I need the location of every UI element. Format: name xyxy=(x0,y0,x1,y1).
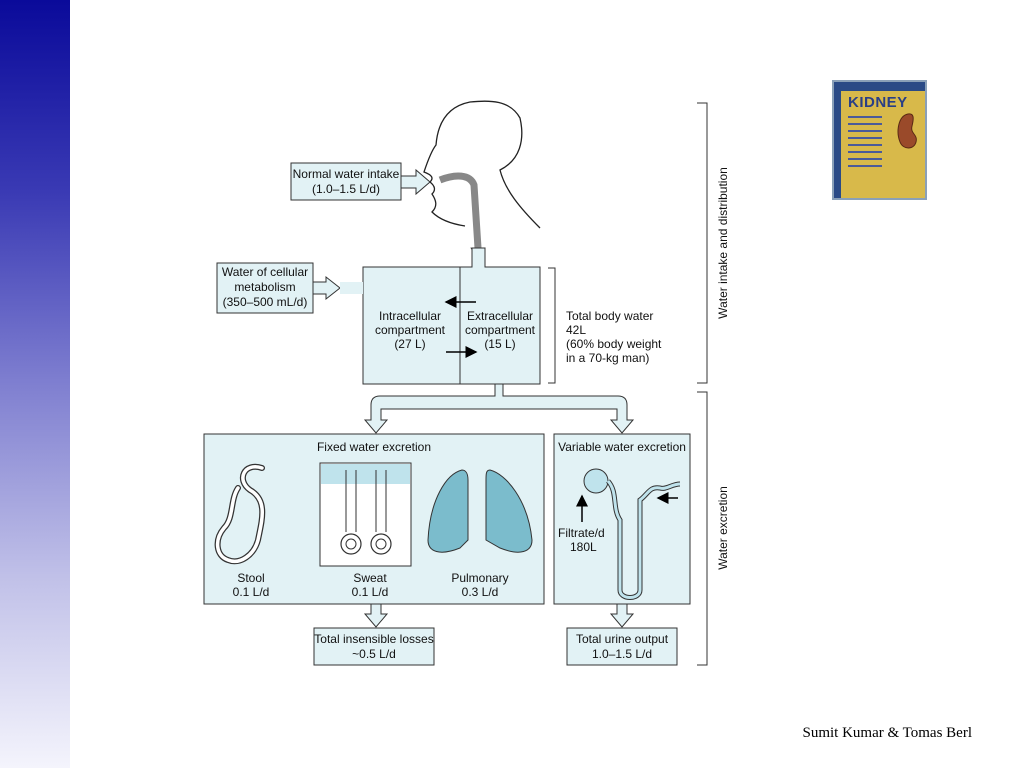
stool-line2: 0.1 L/d xyxy=(233,585,270,599)
slide-sidebar-gradient xyxy=(0,0,70,768)
metabolism-line3: (350–500 mL/d) xyxy=(223,295,308,309)
intake-tube xyxy=(438,172,482,249)
body-compartments: Intracellular compartment (27 L) Extrace… xyxy=(340,247,541,385)
insensible-line2: ~0.5 L/d xyxy=(352,647,396,661)
intake-bracket xyxy=(697,102,708,384)
tbw-line2: 42L xyxy=(566,323,586,337)
side-label-intake: Water intake and distribution xyxy=(716,167,730,319)
extracellular-line3: (15 L) xyxy=(484,337,515,351)
slide-credit: Sumit Kumar & Tomas Berl xyxy=(802,725,973,741)
cellular-metabolism-box: Water of cellular metabolism (350–500 mL… xyxy=(216,262,314,314)
metabolism-line2: metabolism xyxy=(234,280,295,294)
urine-line1: Total urine output xyxy=(576,632,669,646)
book-text-lines xyxy=(848,116,882,172)
normal-intake-box: Normal water intake (1.0–1.5 L/d) xyxy=(290,162,402,201)
kidney-cover-icon xyxy=(897,113,917,149)
split-arrow xyxy=(363,383,635,434)
lung-left-illustration xyxy=(427,469,469,553)
sweat-line1: Sweat xyxy=(353,571,387,585)
fixed-title: Fixed water excretion xyxy=(317,440,431,454)
total-bracket xyxy=(548,267,556,384)
pulmonary-line1: Pulmonary xyxy=(451,571,508,585)
fixed-excretion-box: Fixed water excretion Stool 0.1 L/d Swea… xyxy=(203,433,545,605)
head-silhouette xyxy=(423,100,541,229)
sweat-line2: 0.1 L/d xyxy=(352,585,389,599)
normal-intake-line1: Normal water intake xyxy=(293,167,400,181)
glomerulus-illustration xyxy=(583,468,609,494)
intracellular-line2: compartment xyxy=(375,323,446,337)
variable-excretion-box: Variable water excretion Filtrate/d 180L xyxy=(553,433,691,605)
extracellular-line2: compartment xyxy=(465,323,536,337)
book-top-band xyxy=(841,82,925,91)
side-label-excretion: Water excretion xyxy=(716,486,730,570)
urine-line2: 1.0–1.5 L/d xyxy=(592,647,652,661)
insensible-losses-box: Total insensible losses ~0.5 L/d xyxy=(313,627,435,666)
filtrate-line2: 180L xyxy=(570,540,597,554)
filtrate-line1: Filtrate/d xyxy=(558,526,605,540)
intracellular-line3: (27 L) xyxy=(394,337,425,351)
book-title: KIDNEY xyxy=(848,94,908,111)
compartment-fill xyxy=(340,282,363,294)
urine-output-box: Total urine output 1.0–1.5 L/d xyxy=(566,627,678,666)
pulmonary-line2: 0.3 L/d xyxy=(462,585,499,599)
tbw-line3: (60% body weight xyxy=(566,337,662,351)
tbw-line4: in a 70-kg man) xyxy=(566,351,649,365)
metabolism-line1: Water of cellular xyxy=(222,265,308,279)
normal-intake-line2: (1.0–1.5 L/d) xyxy=(312,182,380,196)
tbw-line1: Total body water xyxy=(566,309,653,323)
intracellular-line1: Intracellular xyxy=(379,309,441,323)
stool-line1: Stool xyxy=(237,571,264,585)
insensible-arrow xyxy=(363,603,389,628)
excretion-bracket xyxy=(697,391,708,666)
kidney-book-cover: KIDNEY xyxy=(832,80,927,200)
extracellular-line1: Extracellular xyxy=(467,309,533,323)
metabolism-arrow xyxy=(312,275,341,301)
intake-arrow xyxy=(400,168,431,196)
variable-title: Variable water excretion xyxy=(558,440,686,454)
urine-arrow xyxy=(609,603,635,628)
book-spine xyxy=(834,82,841,198)
insensible-line1: Total insensible losses xyxy=(314,632,433,646)
lung-right-illustration xyxy=(485,469,533,553)
